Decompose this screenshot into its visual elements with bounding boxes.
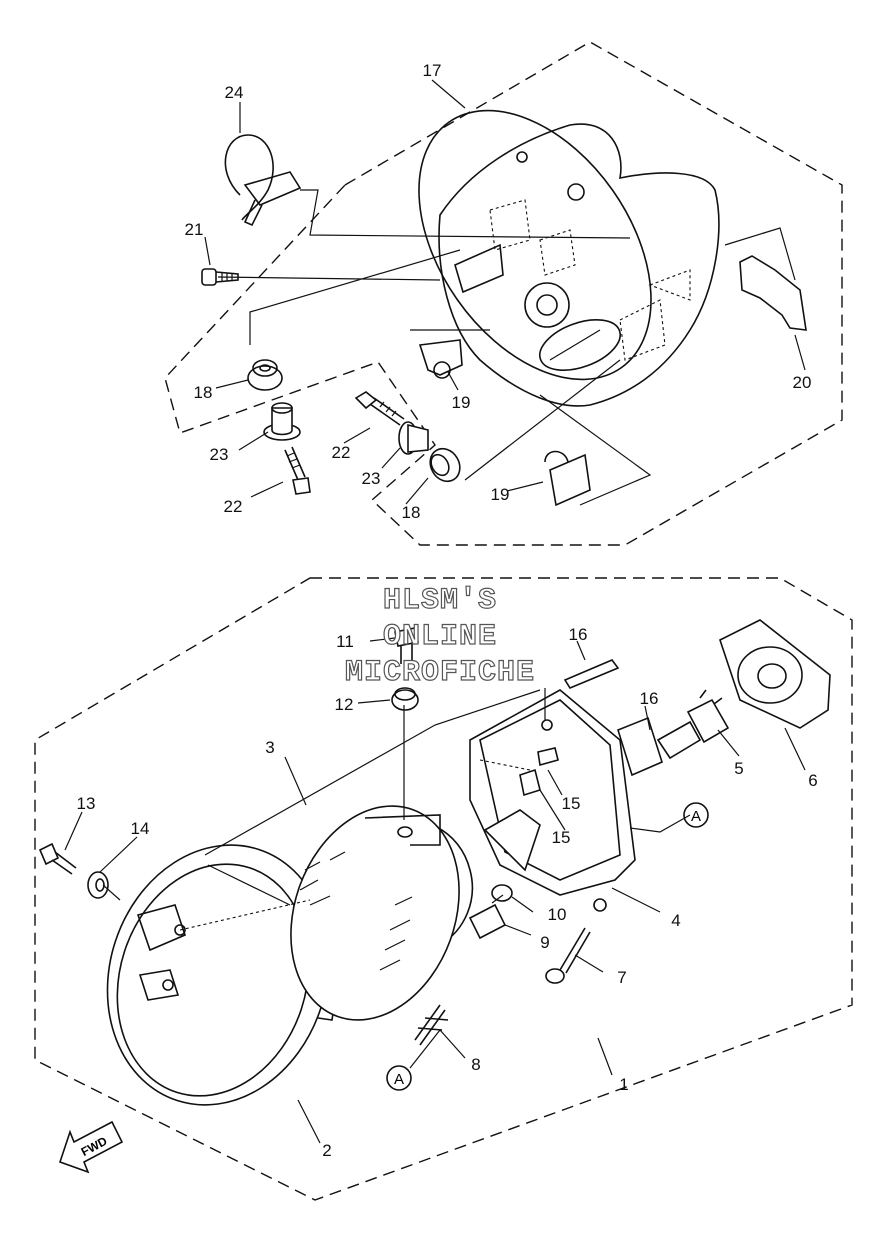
- label-3: 3: [265, 738, 274, 757]
- headlight-group-boundary: [34, 577, 853, 1201]
- label-18-left: 18: [194, 383, 213, 402]
- bolt-22-upper: [354, 391, 405, 426]
- adjuster-15-upper: [537, 747, 559, 767]
- reference-marker-a-lower: A: [386, 1065, 412, 1091]
- label-24: 24: [225, 83, 244, 102]
- label-13: 13: [77, 794, 96, 813]
- wire-clamp: [224, 134, 302, 227]
- headlight-reference-lines: [102, 688, 691, 1069]
- screw-21: [201, 268, 239, 286]
- label-4: 4: [671, 911, 680, 930]
- grommet-18-left: [247, 359, 283, 391]
- bolt-22-lower: [284, 446, 311, 495]
- housing-group-boundary: [164, 41, 843, 546]
- label-7: 7: [617, 968, 626, 987]
- label-6: 6: [808, 771, 817, 790]
- label-19-lower: 19: [491, 485, 510, 504]
- socket-piece-16-upper: [563, 659, 620, 689]
- watermark-line-3: MICROFICHE: [345, 656, 535, 690]
- adjuster-9: [468, 903, 507, 940]
- svg-text:A: A: [394, 1071, 404, 1088]
- socket-piece-16-lower: [617, 716, 663, 777]
- screw-13: [38, 842, 77, 875]
- label-15-upper: 15: [562, 794, 581, 813]
- forward-direction-arrow: FWD: [58, 1120, 124, 1174]
- label-1: 1: [619, 1075, 628, 1094]
- headlight-bulb: [656, 689, 730, 760]
- label-22-lower: 22: [224, 497, 243, 516]
- bolt-11: [394, 627, 419, 664]
- label-23-right: 23: [362, 469, 381, 488]
- collar-23-right: [398, 421, 429, 455]
- label-20: 20: [793, 373, 812, 392]
- label-9: 9: [540, 933, 549, 952]
- label-22-upper: 22: [332, 443, 351, 462]
- label-16-upper: 16: [569, 625, 588, 644]
- clip-19-upper: [418, 339, 463, 379]
- headlight-lens: [290, 805, 474, 1021]
- watermark-line-2: ONLINE: [383, 620, 497, 654]
- grommet-12: [391, 687, 419, 711]
- screw-7: [545, 927, 591, 984]
- label-19-upper: 19: [452, 393, 471, 412]
- label-12: 12: [335, 695, 354, 714]
- headlight-unit-assembly-group: A A: [34, 577, 853, 1201]
- bracket-20: [739, 255, 807, 331]
- reference-marker-a-upper: A: [683, 802, 709, 828]
- headlight-housing: [418, 109, 720, 407]
- label-14: 14: [131, 819, 150, 838]
- label-11: 11: [336, 632, 354, 651]
- label-18-right: 18: [402, 503, 421, 522]
- part-labels: 17 24 21 18 19 20 22 23 23 22 18 19 11 1…: [64, 61, 818, 1160]
- grommet-18-right: [429, 447, 461, 483]
- housing-reference-lines: [217, 189, 796, 506]
- clip-19-lower: [544, 450, 591, 507]
- spring-8: [414, 1004, 449, 1046]
- housing-assembly-group: [164, 41, 843, 546]
- label-23-left: 23: [210, 445, 229, 464]
- headlight-hidden-lines: [179, 759, 531, 931]
- nut-10: [491, 884, 513, 902]
- headlight-case: [469, 689, 636, 912]
- label-8: 8: [471, 1055, 480, 1074]
- label-5: 5: [734, 759, 743, 778]
- washer-14: [87, 871, 109, 899]
- watermark-line-1: HLSM'S: [383, 584, 497, 618]
- label-2: 2: [322, 1141, 331, 1160]
- label-15-lower: 15: [552, 828, 571, 847]
- watermark: HLSM'S ONLINE MICROFICHE: [344, 583, 535, 690]
- svg-text:A: A: [691, 808, 701, 825]
- collar-23-left: [263, 402, 301, 441]
- label-17: 17: [423, 61, 442, 80]
- label-21: 21: [185, 220, 204, 239]
- bulb-cover: [719, 619, 831, 729]
- label-10: 10: [548, 905, 567, 924]
- label-16-lower: 16: [640, 689, 659, 708]
